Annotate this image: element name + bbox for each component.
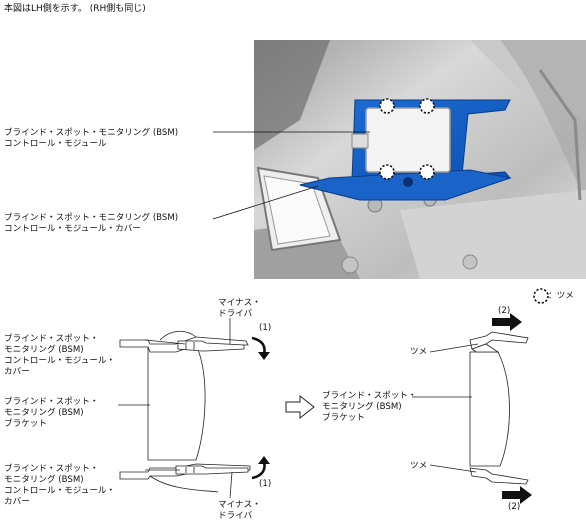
label-driver-bottom: マイナス・ ドライバ <box>218 500 261 522</box>
label-step2-bottom: (2) <box>508 502 521 512</box>
pull-arrow-bottom-icon <box>502 486 532 504</box>
label-claw-top: ツメ <box>410 347 428 357</box>
cover-bottom-lip <box>149 475 219 493</box>
label-bracket-right-line2: モニタリング (BSM) <box>322 402 402 412</box>
claw-icon <box>379 164 395 180</box>
label-bracket-right-line3: ブラケット <box>322 413 365 423</box>
claw-icon <box>419 98 435 114</box>
label-cover-bottom-line1: ブラインド・スポット・ <box>4 464 99 474</box>
label-cover-top-line2: モニタリング (BSM) <box>4 345 84 355</box>
label-step1-top: (1) <box>259 323 272 333</box>
label-bracket-right: ブラインド・スポット・ モニタリング (BSM) ブラケット <box>322 391 417 424</box>
step-arrow-icon <box>285 394 315 420</box>
label-cover-top-line3: コントロール・モジュール・ <box>4 356 116 366</box>
label-driver-bottom-line1: マイナス・ <box>218 500 261 510</box>
screwdriver-bottom-icon <box>175 465 249 475</box>
label-claw-bottom: ツメ <box>410 461 428 471</box>
claw-icon <box>379 98 395 114</box>
label-bsm-module-line1: ブラインド・スポット・モニタリング (BSM) <box>4 128 179 138</box>
label-bsm-cover-line1: ブラインド・スポット・モニタリング (BSM) <box>4 213 179 223</box>
label-driver-top-line1: マイナス・ <box>218 298 261 308</box>
label-driver-top-line2: ドライバ <box>218 309 253 319</box>
screwdriver-top-icon <box>177 340 245 352</box>
label-cover-bottom-line3: コントロール・モジュール・ <box>4 486 116 496</box>
claw-icon <box>419 164 435 180</box>
rotate-arrow-bottom-icon <box>251 461 266 480</box>
leader-cover-top <box>144 339 186 345</box>
label-bsm-module-cover: ブラインド・スポット・モニタリング (BSM) コントロール・モジュール・カバー <box>4 213 178 235</box>
label-bracket-right-line1: ブラインド・スポット・ <box>322 391 417 401</box>
label-cover-top-line1: ブラインド・スポット・ <box>4 334 99 344</box>
leader-claw-top <box>429 343 479 353</box>
claw-markers <box>379 98 435 180</box>
vehicle-photo <box>254 40 586 279</box>
bracket-left-shape <box>147 344 206 461</box>
label-bsm-module-line2: コントロール・モジュール <box>4 139 107 149</box>
label-cover-top: ブラインド・スポット・ モニタリング (BSM) コントロール・モジュール・ カ… <box>4 334 115 378</box>
label-bsm-module: ブラインド・スポット・モニタリング (BSM) コントロール・モジュール <box>4 128 178 150</box>
label-bracket-left: ブラインド・スポット・ モニタリング (BSM) ブラケット <box>4 397 99 430</box>
legend-claw-label: ：ツメ <box>548 291 574 301</box>
label-cover-bottom-line2: モニタリング (BSM) <box>4 475 84 485</box>
label-driver-top: マイナス・ ドライバ <box>218 298 261 320</box>
label-cover-bottom: ブラインド・スポット・ モニタリング (BSM) コントロール・モジュール・ カ… <box>4 464 115 508</box>
left-diagram <box>118 318 251 499</box>
leader-claw-bottom <box>429 464 477 473</box>
bracket-right-shape <box>469 351 510 467</box>
label-bracket-left-line2: モニタリング (BSM) <box>4 408 84 418</box>
leader-line-cover <box>212 185 319 220</box>
right-diagram <box>412 331 529 485</box>
legend-claw-icon <box>533 288 549 304</box>
label-cover-top-line4: カバー <box>4 367 30 377</box>
label-cover-bottom-line4: カバー <box>4 497 30 507</box>
label-driver-bottom-line2: ドライバ <box>218 511 253 521</box>
cover-top-lip <box>159 330 197 341</box>
label-step2-top: (2) <box>498 306 511 316</box>
label-step1-bottom: (1) <box>259 479 272 489</box>
note-text: 本図はLH側を示す。 (RH側も同じ) <box>4 4 146 14</box>
label-bracket-left-line1: ブラインド・スポット・ <box>4 397 99 407</box>
leader-driver-bottom <box>229 471 233 499</box>
label-bsm-cover-line2: コントロール・モジュール・カバー <box>4 224 141 234</box>
rotate-arrow-top-icon <box>251 336 266 355</box>
cover-right-bottom-shape <box>469 467 529 485</box>
rotate-arrow-bottom-head <box>258 456 270 464</box>
pull-arrow-top-icon <box>492 313 522 331</box>
label-bracket-left-line3: ブラケット <box>4 419 47 429</box>
rotate-arrow-top-head <box>258 352 270 360</box>
